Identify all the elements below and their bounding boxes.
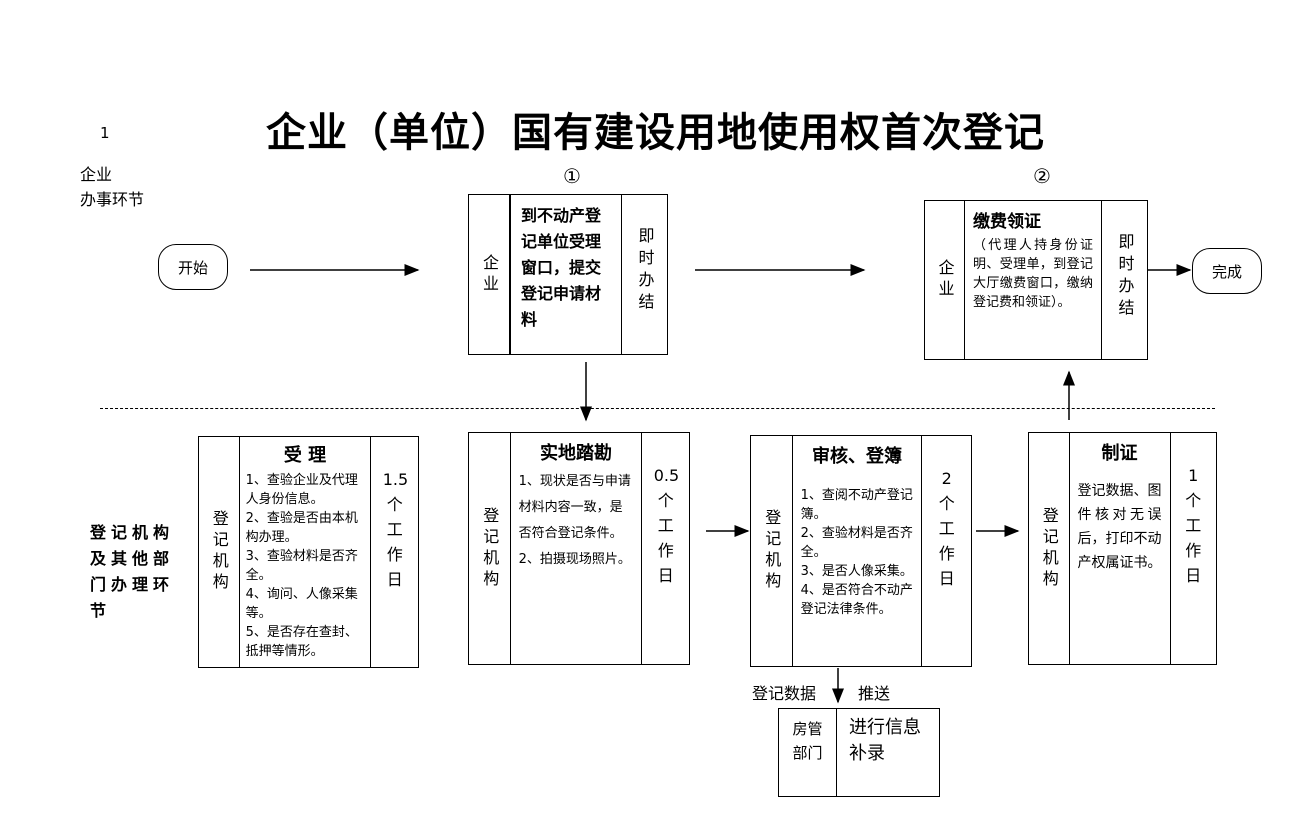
time-cell: 2 个 工 作 日 (921, 436, 971, 666)
step-title: 审核、登簿 (812, 446, 903, 467)
page-number: 1 (100, 124, 110, 142)
step-content: 实地踏勘 1、现状是否与申请材料内容一致，是否符合登记条件。 2、拍摄现场照片。 (511, 433, 642, 664)
step-text: 到不动产登 记单位受理 窗口，提交 登记申请材 料 (521, 206, 602, 329)
time-cell: 0.5 个 工 作 日 (641, 433, 689, 664)
actor-cell: 登记机构 (199, 437, 240, 667)
step-marker-2: ② (1033, 164, 1051, 188)
housing-dept-box: 房管 部门 进行信息 补录 (778, 708, 940, 797)
submit-application-box: 企业 到不动产登 记单位受理 窗口，提交 登记申请材 料 即时办结 (468, 194, 668, 355)
time-label: 0.5 个 工 作 日 (653, 466, 680, 585)
lane-divider (100, 408, 1215, 409)
end-node: 完成 (1192, 248, 1262, 294)
step-content: 受 理 1、查验企业及代理人身份信息。 2、查验是否由本机构办理。 3、查验材料… (240, 437, 371, 667)
actor-label: 房管 部门 (792, 720, 823, 762)
step-text: 1、查阅不动产登记簿。 2、查验材料是否齐全。 3、是否人像采集。 4、是否符合… (800, 488, 913, 617)
actor-cell: 登记机构 (1029, 433, 1070, 664)
step-content: 缴费领证 （代理人持身份证明、受理单，到登记大厅缴费窗口，缴纳登记费和领证）。 (965, 201, 1101, 359)
time-label: 1.5 个 工 作 日 (382, 470, 409, 589)
step-content: 审核、登簿 1、查阅不动产登记簿。 2、查验材料是否齐全。 3、是否人像采集。 … (793, 436, 922, 666)
step-text: 1、查验企业及代理人身份信息。 2、查验是否由本机构办理。 3、查验材料是否齐全… (245, 473, 358, 659)
end-label: 完成 (1211, 262, 1242, 281)
step-content: 到不动产登 记单位受理 窗口，提交 登记申请材 料 (511, 195, 621, 354)
actor-cell: 房管 部门 (779, 709, 837, 796)
time-label: 1 个 工 作 日 (1185, 466, 1202, 585)
step-content: 进行信息 补录 (837, 709, 939, 796)
survey-box: 登记机构 实地踏勘 1、现状是否与申请材料内容一致，是否符合登记条件。 2、拍摄… (468, 432, 690, 665)
push-label-push: 推送 (858, 684, 891, 703)
actor-label: 登记机构 (762, 509, 782, 593)
step-title: 实地踏勘 (540, 443, 613, 464)
time-cell: 1.5 个 工 作 日 (370, 437, 418, 667)
step-marker-1: ① (563, 164, 581, 188)
step-content: 制证 登记数据、图件核对无误后，打印不动产权属证书。 (1070, 433, 1170, 664)
actor-cell: 登记机构 (469, 433, 511, 664)
step-text: 1、现状是否与申请材料内容一致，是否符合登记条件。 2、拍摄现场照片。 (518, 474, 631, 567)
pay-collect-box: 企业 缴费领证 （代理人持身份证明、受理单，到登记大厅缴费窗口，缴纳登记费和领证… (924, 200, 1148, 360)
actor-cell: 企业 (469, 195, 511, 354)
actor-label: 企业 (480, 253, 499, 296)
actor-label: 企业 (935, 259, 955, 301)
actor-label: 登记机构 (480, 506, 500, 591)
accept-box: 登记机构 受 理 1、查验企业及代理人身份信息。 2、查验是否由本机构办理。 3… (198, 436, 419, 668)
step-title: 受 理 (283, 445, 327, 466)
time-label: 即时办结 (635, 227, 655, 315)
start-label: 开始 (177, 258, 208, 277)
actor-cell: 企业 (925, 201, 965, 359)
actor-label: 登记机构 (209, 510, 229, 594)
step-title: 缴费领证 (973, 212, 1041, 232)
time-cell: 即时办结 (1101, 201, 1147, 359)
page-title: 企业（单位）国有建设用地使用权首次登记 (266, 109, 1045, 156)
time-label: 即时办结 (1115, 233, 1135, 321)
review-register-box: 登记机构 审核、登簿 1、查阅不动产登记簿。 2、查验材料是否齐全。 3、是否人… (750, 435, 972, 667)
lane-label-registry: 登记机构及其他部门办理环节 (90, 523, 175, 620)
step-title: 制证 (1101, 443, 1138, 464)
actor-label: 登记机构 (1039, 506, 1059, 591)
certificate-box: 登记机构 制证 登记数据、图件核对无误后，打印不动产权属证书。 1 个 工 作 … (1028, 432, 1217, 665)
step-text: 登记数据、图件核对无误后，打印不动产权属证书。 (1077, 483, 1162, 571)
push-label-data: 登记数据 (752, 684, 817, 703)
time-cell: 即时办结 (621, 195, 667, 354)
actor-cell: 登记机构 (751, 436, 793, 666)
time-cell: 1 个 工 作 日 (1169, 433, 1216, 664)
lane-label-enterprise: 企业 办事环节 (80, 165, 145, 209)
time-label: 2 个 工 作 日 (938, 469, 955, 588)
step-text: 进行信息 补录 (849, 717, 921, 764)
start-node: 开始 (158, 244, 228, 290)
step-text: （代理人持身份证明、受理单，到登记大厅缴费窗口，缴纳登记费和领证）。 (973, 238, 1093, 310)
